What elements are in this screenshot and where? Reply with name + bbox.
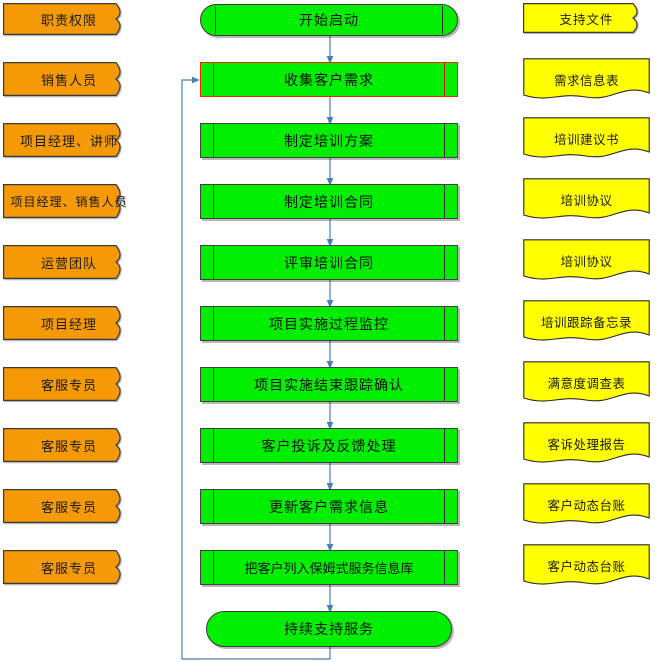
role-banner[interactable]: 客服专员 <box>3 489 135 523</box>
process-inner-line-left <box>213 368 214 401</box>
process-inner-line-left <box>213 185 214 218</box>
role-banner[interactable]: 客服专员 <box>3 550 135 584</box>
process-inner-line-right <box>444 63 445 96</box>
process-inner-line-left <box>213 551 214 584</box>
process-step[interactable]: 更新客户需求信息 <box>200 489 458 524</box>
terminator-start[interactable]: 开始启动 <box>200 4 458 36</box>
process-step-label: 制定培训方案 <box>284 133 374 150</box>
process-step[interactable]: 项目实施结束跟踪确认 <box>200 367 458 402</box>
role-banner[interactable]: 运营团队 <box>3 245 135 279</box>
document-label: 满意度调查表 <box>547 376 626 391</box>
role-label: 运营团队 <box>40 256 97 272</box>
process-step[interactable]: 收集客户需求 <box>200 62 458 97</box>
process-inner-line-right <box>444 490 445 523</box>
document-label: 培训协议 <box>560 193 613 208</box>
process-step-label: 更新客户需求信息 <box>269 499 389 516</box>
document-label: 培训建议书 <box>553 132 619 147</box>
process-step[interactable]: 客户投诉及反馈处理 <box>200 428 458 463</box>
document-label: 客诉处理报告 <box>547 437 626 452</box>
terminator-inner-line-right <box>442 6 443 34</box>
documents-header-label: 支持文件 <box>559 11 614 27</box>
role-label: 客服专员 <box>40 500 97 516</box>
process-step[interactable]: 制定培训合同 <box>200 184 458 219</box>
document-node[interactable]: 培训协议 <box>523 239 650 283</box>
process-inner-line-right <box>444 368 445 401</box>
role-banner[interactable]: 客服专员 <box>3 367 135 401</box>
role-banner[interactable]: 客服专员 <box>3 428 135 462</box>
process-inner-line-left <box>213 490 214 523</box>
document-node[interactable]: 客户动态台账 <box>523 483 650 527</box>
process-step[interactable]: 项目实施过程监控 <box>200 306 458 341</box>
process-inner-line-left <box>213 63 214 96</box>
role-banner[interactable]: 项目经理、讲师 <box>3 123 135 157</box>
process-inner-line-left <box>213 307 214 340</box>
process-step-label: 项目实施过程监控 <box>269 316 389 333</box>
document-node[interactable]: 培训协议 <box>523 178 650 222</box>
document-label: 培训协议 <box>560 254 613 269</box>
document-node[interactable]: 培训跟踪备忘录 <box>523 300 650 344</box>
document-label: 客户动态台账 <box>547 498 626 513</box>
roles-column-header: 职责权限 <box>3 3 135 35</box>
process-inner-line-right <box>444 246 445 279</box>
document-label: 培训跟踪备忘录 <box>540 315 632 330</box>
document-label: 需求信息表 <box>553 73 619 88</box>
document-node[interactable]: 客诉处理报告 <box>523 422 650 466</box>
process-inner-line-right <box>444 124 445 157</box>
documents-column-header: 支持文件 <box>523 3 650 33</box>
process-step-label: 制定培训合同 <box>284 194 374 211</box>
roles-header-label: 职责权限 <box>40 13 97 29</box>
process-step-label: 客户投诉及反馈处理 <box>261 438 397 455</box>
process-inner-line-right <box>444 429 445 462</box>
terminator-start-label: 开始启动 <box>299 13 359 29</box>
role-banner[interactable]: 项目经理、销售人员 <box>3 184 135 218</box>
process-step-label: 评审培训合同 <box>284 255 374 272</box>
document-node[interactable]: 需求信息表 <box>523 58 650 102</box>
role-banner[interactable]: 销售人员 <box>3 62 135 96</box>
process-inner-line-right <box>444 551 445 584</box>
role-label: 项目经理、讲师 <box>19 134 118 150</box>
role-label: 销售人员 <box>40 73 97 89</box>
terminator-inner-line-left <box>215 6 216 34</box>
process-step-label: 项目实施结束跟踪确认 <box>254 377 404 394</box>
document-label: 客户动态台账 <box>547 559 626 574</box>
process-step[interactable]: 制定培训方案 <box>200 123 458 158</box>
process-step[interactable]: 评审培训合同 <box>200 245 458 280</box>
document-node[interactable]: 客户动态台账 <box>523 544 650 588</box>
process-inner-line-left <box>213 124 214 157</box>
process-inner-line-left <box>213 429 214 462</box>
process-inner-line-right <box>444 307 445 340</box>
process-inner-line-right <box>444 185 445 218</box>
document-node[interactable]: 满意度调查表 <box>523 361 650 405</box>
role-label: 客服专员 <box>40 378 97 394</box>
role-label: 项目经理 <box>40 317 97 333</box>
role-label: 客服专员 <box>40 561 97 577</box>
process-inner-line-left <box>213 246 214 279</box>
document-node[interactable]: 培训建议书 <box>523 117 650 161</box>
role-label: 项目经理、销售人员 <box>10 194 128 209</box>
role-label: 客服专员 <box>40 439 97 455</box>
process-step[interactable]: 把客户列入保姆式服务信息库 <box>200 550 458 585</box>
terminator-end-label: 持续支持服务 <box>284 622 374 638</box>
role-banner[interactable]: 项目经理 <box>3 306 135 340</box>
process-step-label: 收集客户需求 <box>284 72 374 89</box>
process-step-label: 把客户列入保姆式服务信息库 <box>244 562 414 577</box>
terminator-end[interactable]: 持续支持服务 <box>206 611 452 647</box>
